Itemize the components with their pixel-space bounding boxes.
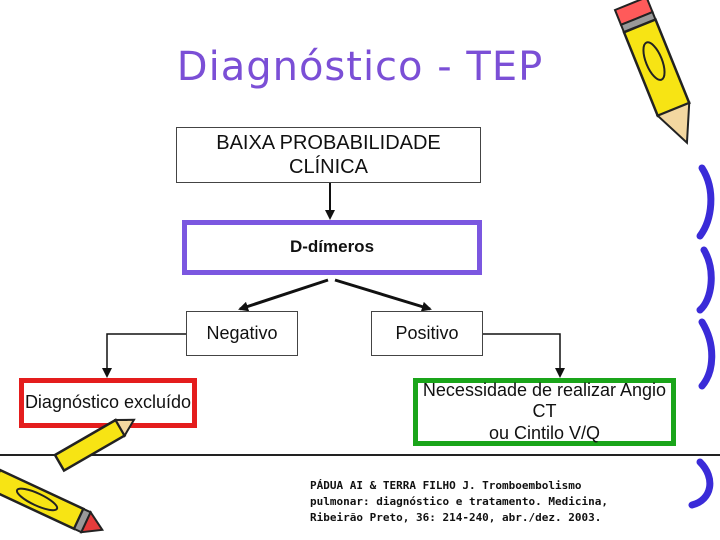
box-positivo: Positivo [371, 311, 483, 356]
arrow-negativo-to-excluido [102, 333, 186, 378]
reference-line-2: pulmonar: diagnóstico e tratamento. Medi… [310, 495, 609, 508]
arrow-ddimeros-to-positivo [334, 278, 432, 312]
arrow-ddimeros-to-negativo [238, 278, 329, 312]
divider-line [0, 454, 720, 456]
box-negativo: Negativo [186, 311, 298, 356]
arrow-positivo-to-necessidade [483, 333, 565, 378]
necessidade-line-1: Necessidade de realizar Angio CT [422, 379, 667, 422]
reference-line-3: Ribeirão Preto, 36: 214-240, abr./dez. 2… [310, 511, 602, 524]
box-baixa-probabilidade: BAIXA PROBABILIDADE CLÍNICA [176, 127, 481, 183]
box-necessidade: Necessidade de realizar Angio CT ou Cint… [413, 378, 676, 446]
page-title: Diagnóstico - TEP [176, 44, 544, 90]
box-diagnostico-excluido: Diagnóstico excluído [19, 378, 197, 428]
box-d-dimeros: D-dímeros [182, 220, 482, 275]
necessidade-line-2: ou Cintilo V/Q [488, 422, 601, 443]
reference-line-1: PÁDUA AI & TERRA FILHO J. Tromboembolism… [310, 479, 582, 492]
reference-citation: PÁDUA AI & TERRA FILHO J. Tromboembolism… [310, 478, 640, 526]
